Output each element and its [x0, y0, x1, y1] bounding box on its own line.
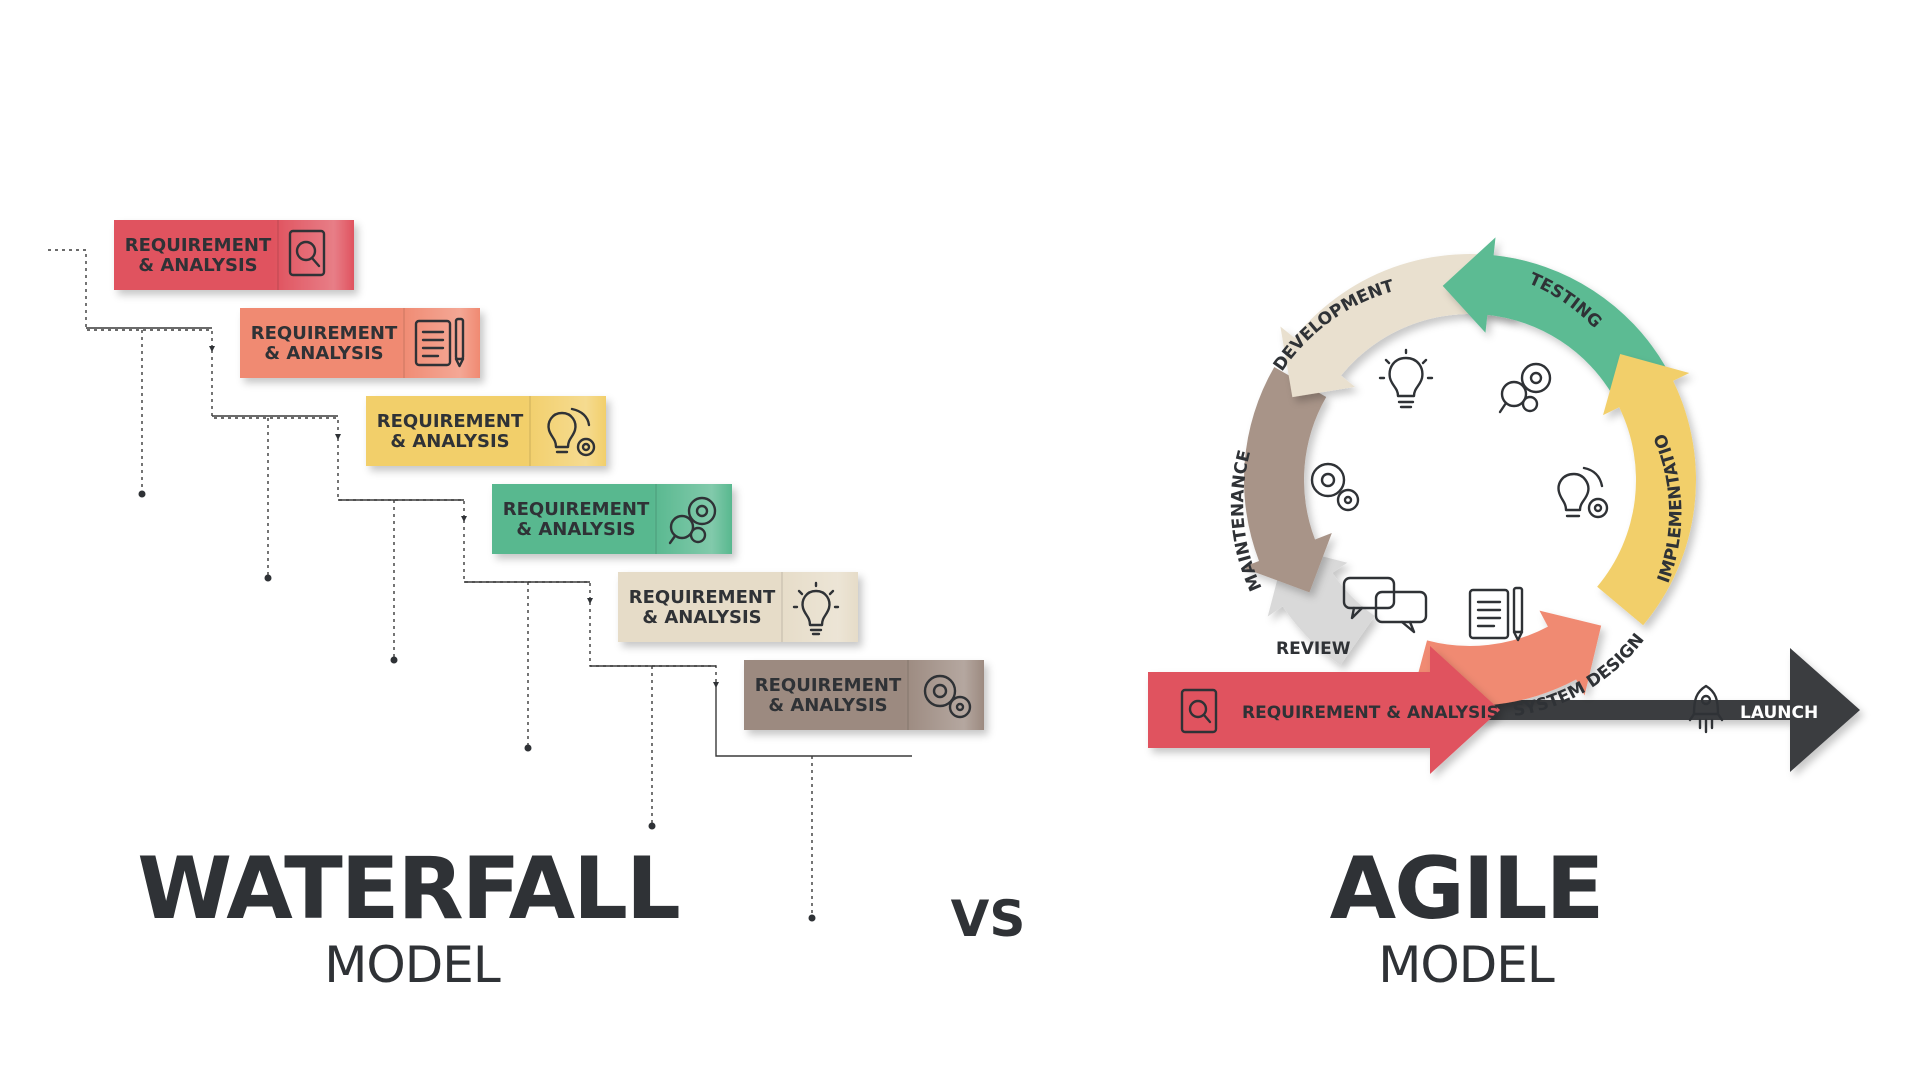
- step-label-line1: REQUIREMENT: [377, 411, 524, 432]
- agile-title: AGILE: [1330, 839, 1603, 939]
- connector-line: [463, 520, 591, 602]
- step-label-line1: REQUIREMENT: [629, 587, 776, 608]
- connector-line: [337, 438, 465, 520]
- step-label-line1: REQUIREMENT: [125, 235, 272, 256]
- lightbulb-icon: [792, 581, 840, 636]
- step-label-line2: & ANALYSIS: [768, 695, 887, 716]
- step-label-line2: & ANALYSIS: [138, 255, 257, 276]
- connector-line: [715, 686, 912, 757]
- requirement-label: REQUIREMENT & ANALYSIS: [1242, 703, 1499, 723]
- waterfall-step: [366, 396, 606, 466]
- waterfall-step: [240, 308, 480, 378]
- launch-bar: [1440, 648, 1860, 772]
- step-label-line1: REQUIREMENT: [503, 499, 650, 520]
- launch-arrow: [1440, 648, 1860, 772]
- gears-icon: [1310, 462, 1360, 512]
- rocket-icon: [1688, 684, 1724, 734]
- step-label-line2: & ANALYSIS: [642, 607, 761, 628]
- step-label-line2: & ANALYSIS: [390, 431, 509, 452]
- connector-arrowheads: [209, 346, 719, 688]
- launch-label: LAUNCH: [1740, 703, 1818, 723]
- agile-cycle-ring: [1242, 237, 1696, 707]
- connector-line: [211, 350, 339, 438]
- magnifier-gears-icon: [1498, 362, 1552, 414]
- agile-subtitle: MODEL: [1378, 936, 1555, 994]
- step-label-line1: REQUIREMENT: [755, 675, 902, 696]
- document-search-icon: [288, 229, 326, 277]
- requirement-icon: [1180, 688, 1218, 734]
- waterfall-connectors: [48, 249, 912, 918]
- connector-dots: [138, 490, 816, 922]
- step-label-line1: REQUIREMENT: [251, 323, 398, 344]
- magnifier-gears-icon: [668, 496, 717, 545]
- vs-label: VS: [951, 890, 1026, 948]
- requirement-arrow: [1148, 646, 1500, 774]
- lightbulb-gear-icon: [1557, 466, 1609, 519]
- requirement-bar: [1148, 646, 1500, 774]
- testing-arrow: [1442, 237, 1666, 397]
- implementation-arrow: [1597, 354, 1696, 626]
- step-label-line2: & ANALYSIS: [264, 343, 383, 364]
- step-label-line2: & ANALYSIS: [516, 519, 635, 540]
- document-pencil-icon: [414, 317, 465, 368]
- lightbulb-icon: [1378, 348, 1434, 409]
- document-pencil-icon: [1468, 586, 1524, 642]
- chat-bubbles-icon: [1342, 576, 1428, 634]
- gears-icon: [923, 674, 972, 719]
- lightbulb-gear-icon: [547, 407, 596, 457]
- waterfall-subtitle: MODEL: [324, 936, 501, 994]
- maintenance-arrow: [1242, 367, 1332, 593]
- waterfall-title: WATERFALL: [137, 839, 679, 939]
- review-label: REVIEW: [1276, 639, 1351, 659]
